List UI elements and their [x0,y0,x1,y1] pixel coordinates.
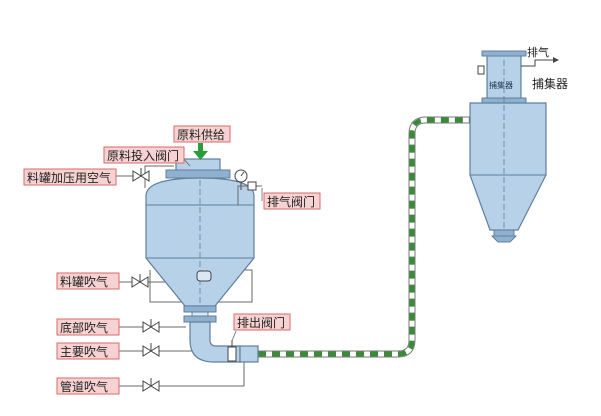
tank-blow-air-text: 料罐吹气 [60,274,108,289]
pipe-blow-valve-icon [142,380,152,392]
supply-arrow-icon [193,151,208,160]
collector-outlet [493,229,515,237]
conveying-pipeline [258,116,470,358]
collector-top-flange [481,50,527,57]
tank-body [145,177,255,307]
tank-pressurization-air-text: 料罐加压用空气 [27,170,111,185]
exhaust-text: 排气 [527,45,549,59]
label-main-blow-air: 主要吹气 [56,342,120,360]
exhaust-valve-text: 排气阀门 [267,194,315,209]
dust-collector: 捕集器 排气 捕集器 [469,45,568,243]
label-bottom-blow-air: 底部吹气 [56,318,120,336]
raw-material-inlet-valve-text: 原料投入阀门 [107,148,179,163]
discharge-valve-text: 排出阀门 [237,315,285,330]
label-exhaust-valve: 排气阀门 [263,192,321,210]
exhaust-line [521,59,553,67]
tank-blow-valve-icon [131,276,141,288]
level-sensor [196,270,212,282]
main-blow-air-text: 主要吹气 [60,344,108,359]
exhaust-valve-icon [247,181,257,191]
label-raw-material-inlet-valve: 原料投入阀门 [103,146,185,164]
label-discharge-valve: 排出阀门 [233,313,291,331]
main-blow-valve-icon [142,345,152,357]
collector-text: 捕集器 [532,76,568,91]
label-pipe-blow-air: 管道吹气 [56,377,120,395]
inlet-valve-flange [165,169,231,179]
pressure-tank [145,158,262,363]
label-tank-blow-air: 料罐吹气 [56,272,120,290]
pressurization-valve-icon [132,170,142,182]
supply-arrow-shaft [198,143,203,151]
label-raw-material-supply: 原料供给 [173,125,231,143]
exhaust-arrow-icon [553,57,559,63]
label-tank-pressurization-air: 料罐加压用空气 [23,168,117,186]
bottom-blow-valve-icon [142,321,152,333]
collector-side-port [477,65,485,75]
valves [131,168,259,392]
discharge-valve-icon [227,346,237,362]
raw-material-supply-text: 原料供给 [177,128,225,142]
collector-tag-text: 捕集器 [489,80,513,90]
pipeline-connector [239,345,259,363]
bottom-blow-air-text: 底部吹气 [60,320,108,335]
collector-body [469,102,547,231]
pipe-blow-air-text: 管道吹气 [60,379,108,394]
